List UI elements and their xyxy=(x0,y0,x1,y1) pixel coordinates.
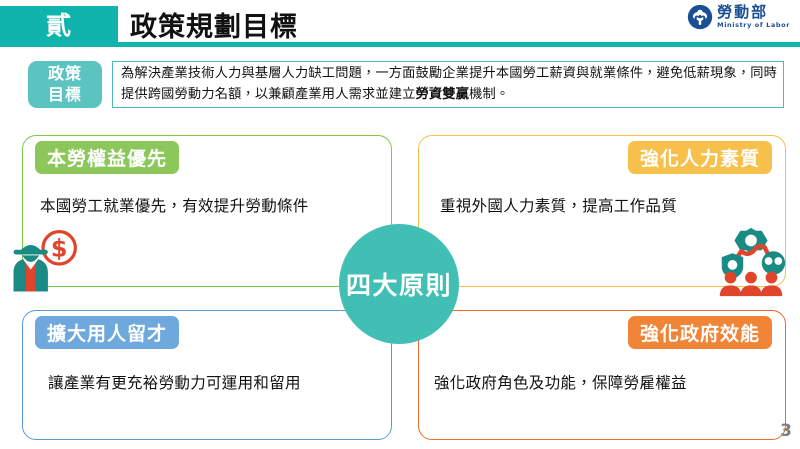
principle-box-bottom-right xyxy=(418,310,786,440)
ministry-logo-text: 勞動部 Ministry of Labor xyxy=(717,5,790,29)
principle-label-top-right: 強化人力素質 xyxy=(627,141,772,174)
ministry-name-cn: 勞動部 xyxy=(717,3,769,22)
principle-box-top-right xyxy=(418,135,786,287)
principle-label-bottom-left: 擴大用人留才 xyxy=(35,316,180,349)
policy-goal-tab: 政策 目標 xyxy=(28,61,102,108)
principle-box-bottom-left xyxy=(22,310,392,440)
people-group-icon xyxy=(719,227,786,297)
policy-goal-tab-line2: 目標 xyxy=(47,84,82,104)
principle-label-bottom-right: 強化政府效能 xyxy=(627,316,772,349)
policy-goal-text-part2: 機制。 xyxy=(469,86,510,102)
ministry-name-en: Ministry of Labor xyxy=(717,21,790,30)
header-band xyxy=(0,6,118,42)
policy-goal-text: 為解決產業技術人力與基層人力缺工問題，一方面鼓勵企業提升本國勞工薪資與就業條件，… xyxy=(121,64,777,105)
ministry-logo: 勞動部 Ministry of Labor xyxy=(687,4,790,30)
ministry-emblem-icon xyxy=(687,4,713,30)
header-underline xyxy=(0,42,800,47)
policy-goal-tab-line1: 政策 xyxy=(47,64,82,84)
principle-text-bottom-right: 強化政府角色及功能，保障勞雇權益 xyxy=(434,374,687,392)
worker-with-money-icon: $ xyxy=(13,230,77,292)
principle-text-bottom-left: 讓產業有更充裕勞動力可運用和留用 xyxy=(48,374,301,392)
center-circle: 四大原則 xyxy=(339,224,459,344)
policy-goal-text-part1: 為解決產業技術人力與基層人力缺工問題，一方面鼓勵企業提升本國勞工薪資與就業條件，… xyxy=(121,66,777,102)
svg-text:$: $ xyxy=(51,234,68,262)
policy-goal-box: 為解決產業技術人力與基層人力缺工問題，一方面鼓勵企業提升本國勞工薪資與就業條件，… xyxy=(112,61,784,108)
page-title: 政策規劃目標 xyxy=(130,11,298,43)
principle-text-top-right: 重視外國人力素質，提高工作品質 xyxy=(440,197,678,215)
principle-label-top-left: 本勞權益優先 xyxy=(35,141,180,174)
section-number: 貳 xyxy=(45,11,72,40)
policy-goal-text-emphasis: 勞資雙贏 xyxy=(415,86,470,102)
page-number: 3 xyxy=(780,421,792,441)
principle-text-top-left: 本國勞工就業優先，有效提升勞動條件 xyxy=(40,197,309,215)
principle-box-top-left xyxy=(22,135,392,287)
